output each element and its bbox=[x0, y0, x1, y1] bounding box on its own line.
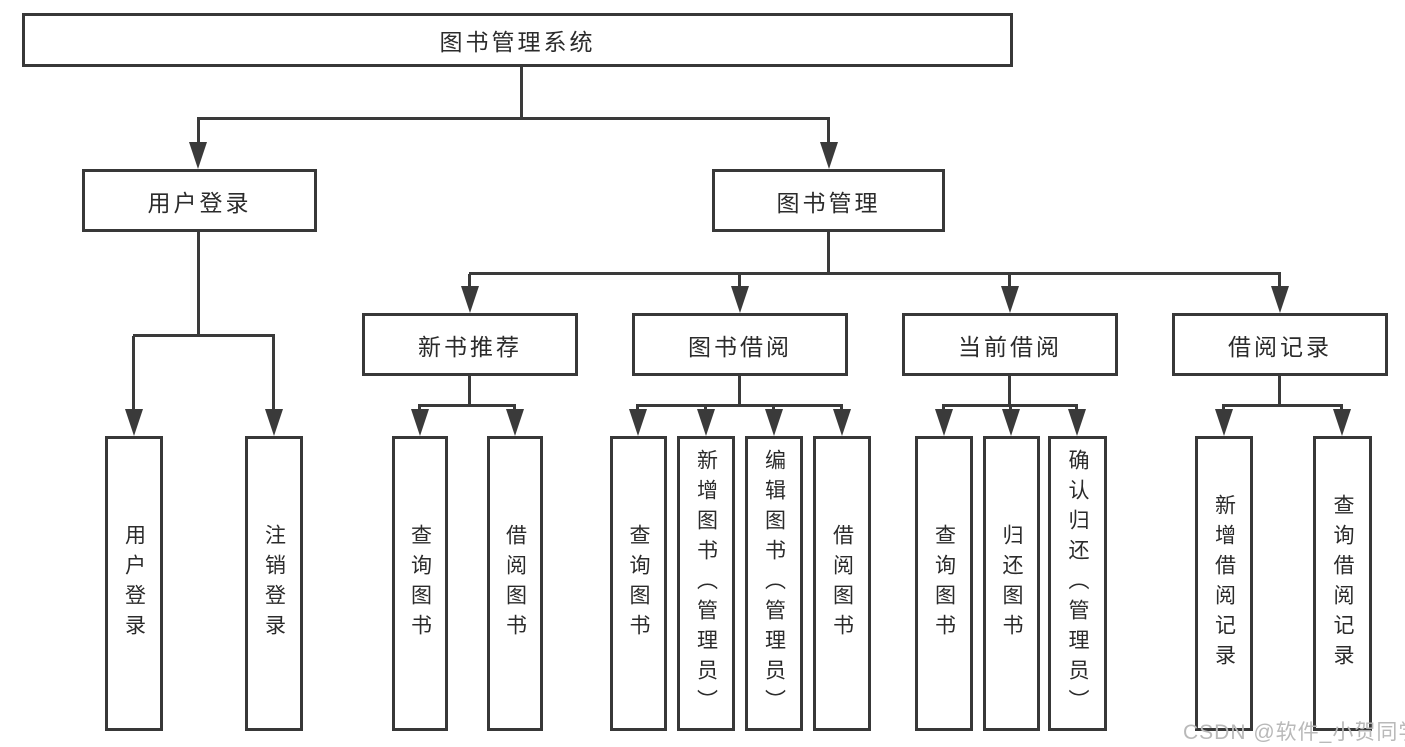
arrow-down-icon bbox=[1333, 409, 1351, 436]
node-borrowing-records: 借阅记录 bbox=[1172, 313, 1388, 376]
connector-line bbox=[827, 118, 830, 150]
leaf-borrowing-add-book-admin: 新增图书（管理员） bbox=[677, 436, 735, 731]
leaf-borrowing-borrow-book: 借阅图书 bbox=[813, 436, 871, 731]
leaf-borrowing-edit-book-admin: 编辑图书（管理员） bbox=[745, 436, 803, 731]
arrow-down-icon bbox=[629, 409, 647, 436]
arrow-down-icon bbox=[731, 286, 749, 313]
arrow-down-icon bbox=[935, 409, 953, 436]
connector-line bbox=[132, 336, 135, 412]
leaf-logout: 注销登录 bbox=[245, 436, 303, 731]
connector-line bbox=[738, 274, 741, 290]
arrow-down-icon bbox=[411, 409, 429, 436]
leaf-current-confirm-return-admin: 确认归还（管理员） bbox=[1048, 436, 1107, 731]
arrow-down-icon bbox=[506, 409, 524, 436]
arrow-down-icon bbox=[1271, 286, 1289, 313]
leaf-current-return-book: 归还图书 bbox=[983, 436, 1040, 731]
connector-line bbox=[197, 118, 200, 150]
arrow-down-icon bbox=[1001, 286, 1019, 313]
connector-current-stem bbox=[1008, 376, 1011, 407]
connector-current-bar bbox=[942, 404, 1078, 407]
connector-borrowing-stem bbox=[738, 376, 741, 407]
connector-records-bar bbox=[1222, 404, 1343, 407]
node-book-borrowing: 图书借阅 bbox=[632, 313, 848, 376]
node-current-borrowing: 当前借阅 bbox=[902, 313, 1118, 376]
connector-borrowing-bar bbox=[636, 404, 843, 407]
leaf-current-query-book: 查询图书 bbox=[915, 436, 973, 731]
connector-level2-bar bbox=[197, 117, 830, 120]
arrow-down-icon bbox=[265, 409, 283, 436]
arrow-down-icon bbox=[461, 286, 479, 313]
leaf-borrowing-query-book: 查询图书 bbox=[610, 436, 667, 731]
arrow-down-icon bbox=[820, 142, 838, 169]
leaf-records-add-record: 新增借阅记录 bbox=[1195, 436, 1253, 731]
connector-root-stem bbox=[520, 67, 523, 118]
arrow-down-icon bbox=[189, 142, 207, 169]
connector-line bbox=[1008, 274, 1011, 290]
leaf-recommend-query-book: 查询图书 bbox=[392, 436, 448, 731]
node-user-login: 用户登录 bbox=[82, 169, 317, 232]
arrow-down-icon bbox=[125, 409, 143, 436]
arrow-down-icon bbox=[765, 409, 783, 436]
connector-line bbox=[1278, 274, 1281, 290]
arrow-down-icon bbox=[1002, 409, 1020, 436]
connector-bookmgmt-stem bbox=[827, 232, 830, 274]
node-new-book-recommendation: 新书推荐 bbox=[362, 313, 578, 376]
leaf-records-query-record: 查询借阅记录 bbox=[1313, 436, 1372, 731]
node-book-management: 图书管理 bbox=[712, 169, 945, 232]
leaf-recommend-borrow-book: 借阅图书 bbox=[487, 436, 543, 731]
connector-recommend-stem bbox=[468, 376, 471, 407]
arrow-down-icon bbox=[833, 409, 851, 436]
arrow-down-icon bbox=[697, 409, 715, 436]
connector-recommend-bar bbox=[418, 404, 516, 407]
connector-line bbox=[468, 274, 471, 290]
connector-userlogin-bar bbox=[133, 334, 275, 337]
arrow-down-icon bbox=[1068, 409, 1086, 436]
connector-line bbox=[272, 336, 275, 412]
csdn-watermark: CSDN @软件_小贺同学 bbox=[1183, 721, 1405, 744]
connector-level3-bar bbox=[469, 272, 1281, 275]
arrow-down-icon bbox=[1215, 409, 1233, 436]
node-library-system: 图书管理系统 bbox=[22, 13, 1013, 67]
leaf-user-login: 用户登录 bbox=[105, 436, 163, 731]
connector-records-stem bbox=[1278, 376, 1281, 407]
connector-userlogin-stem bbox=[197, 232, 200, 335]
